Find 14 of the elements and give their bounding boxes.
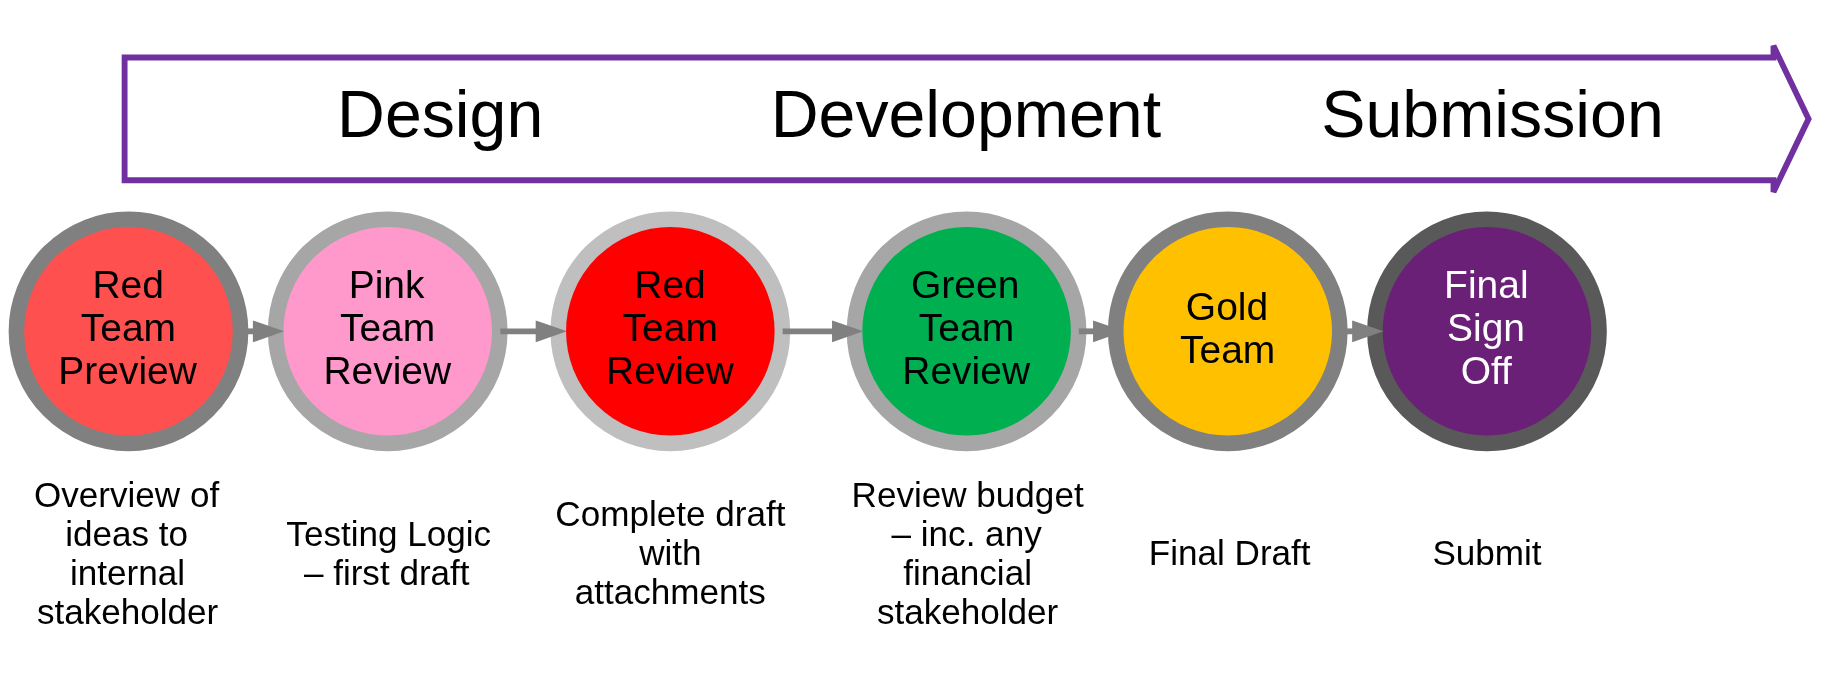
node-circle: Pink Team Review bbox=[267, 210, 508, 451]
node-circle: Final Sign Off bbox=[1367, 210, 1607, 451]
node-circle: Red Team Review bbox=[550, 210, 791, 451]
arrow bbox=[782, 319, 864, 342]
node-circle: Green Team Review bbox=[846, 210, 1087, 451]
node-label: Final Draft bbox=[1148, 532, 1311, 572]
node-circle: Red Team Preview bbox=[8, 210, 249, 451]
node-label: Review budget – inc. any financial stakeholder bbox=[851, 474, 1084, 630]
node-label: Submit bbox=[1432, 532, 1542, 572]
node-label: Complete draft with attachments bbox=[555, 493, 786, 611]
node-circle: Gold Team bbox=[1107, 210, 1348, 451]
node-label: Overview of ideas to internal stakeholder bbox=[33, 474, 220, 630]
node-label: Testing Logic – first draft bbox=[286, 513, 492, 592]
arrow bbox=[500, 319, 567, 342]
